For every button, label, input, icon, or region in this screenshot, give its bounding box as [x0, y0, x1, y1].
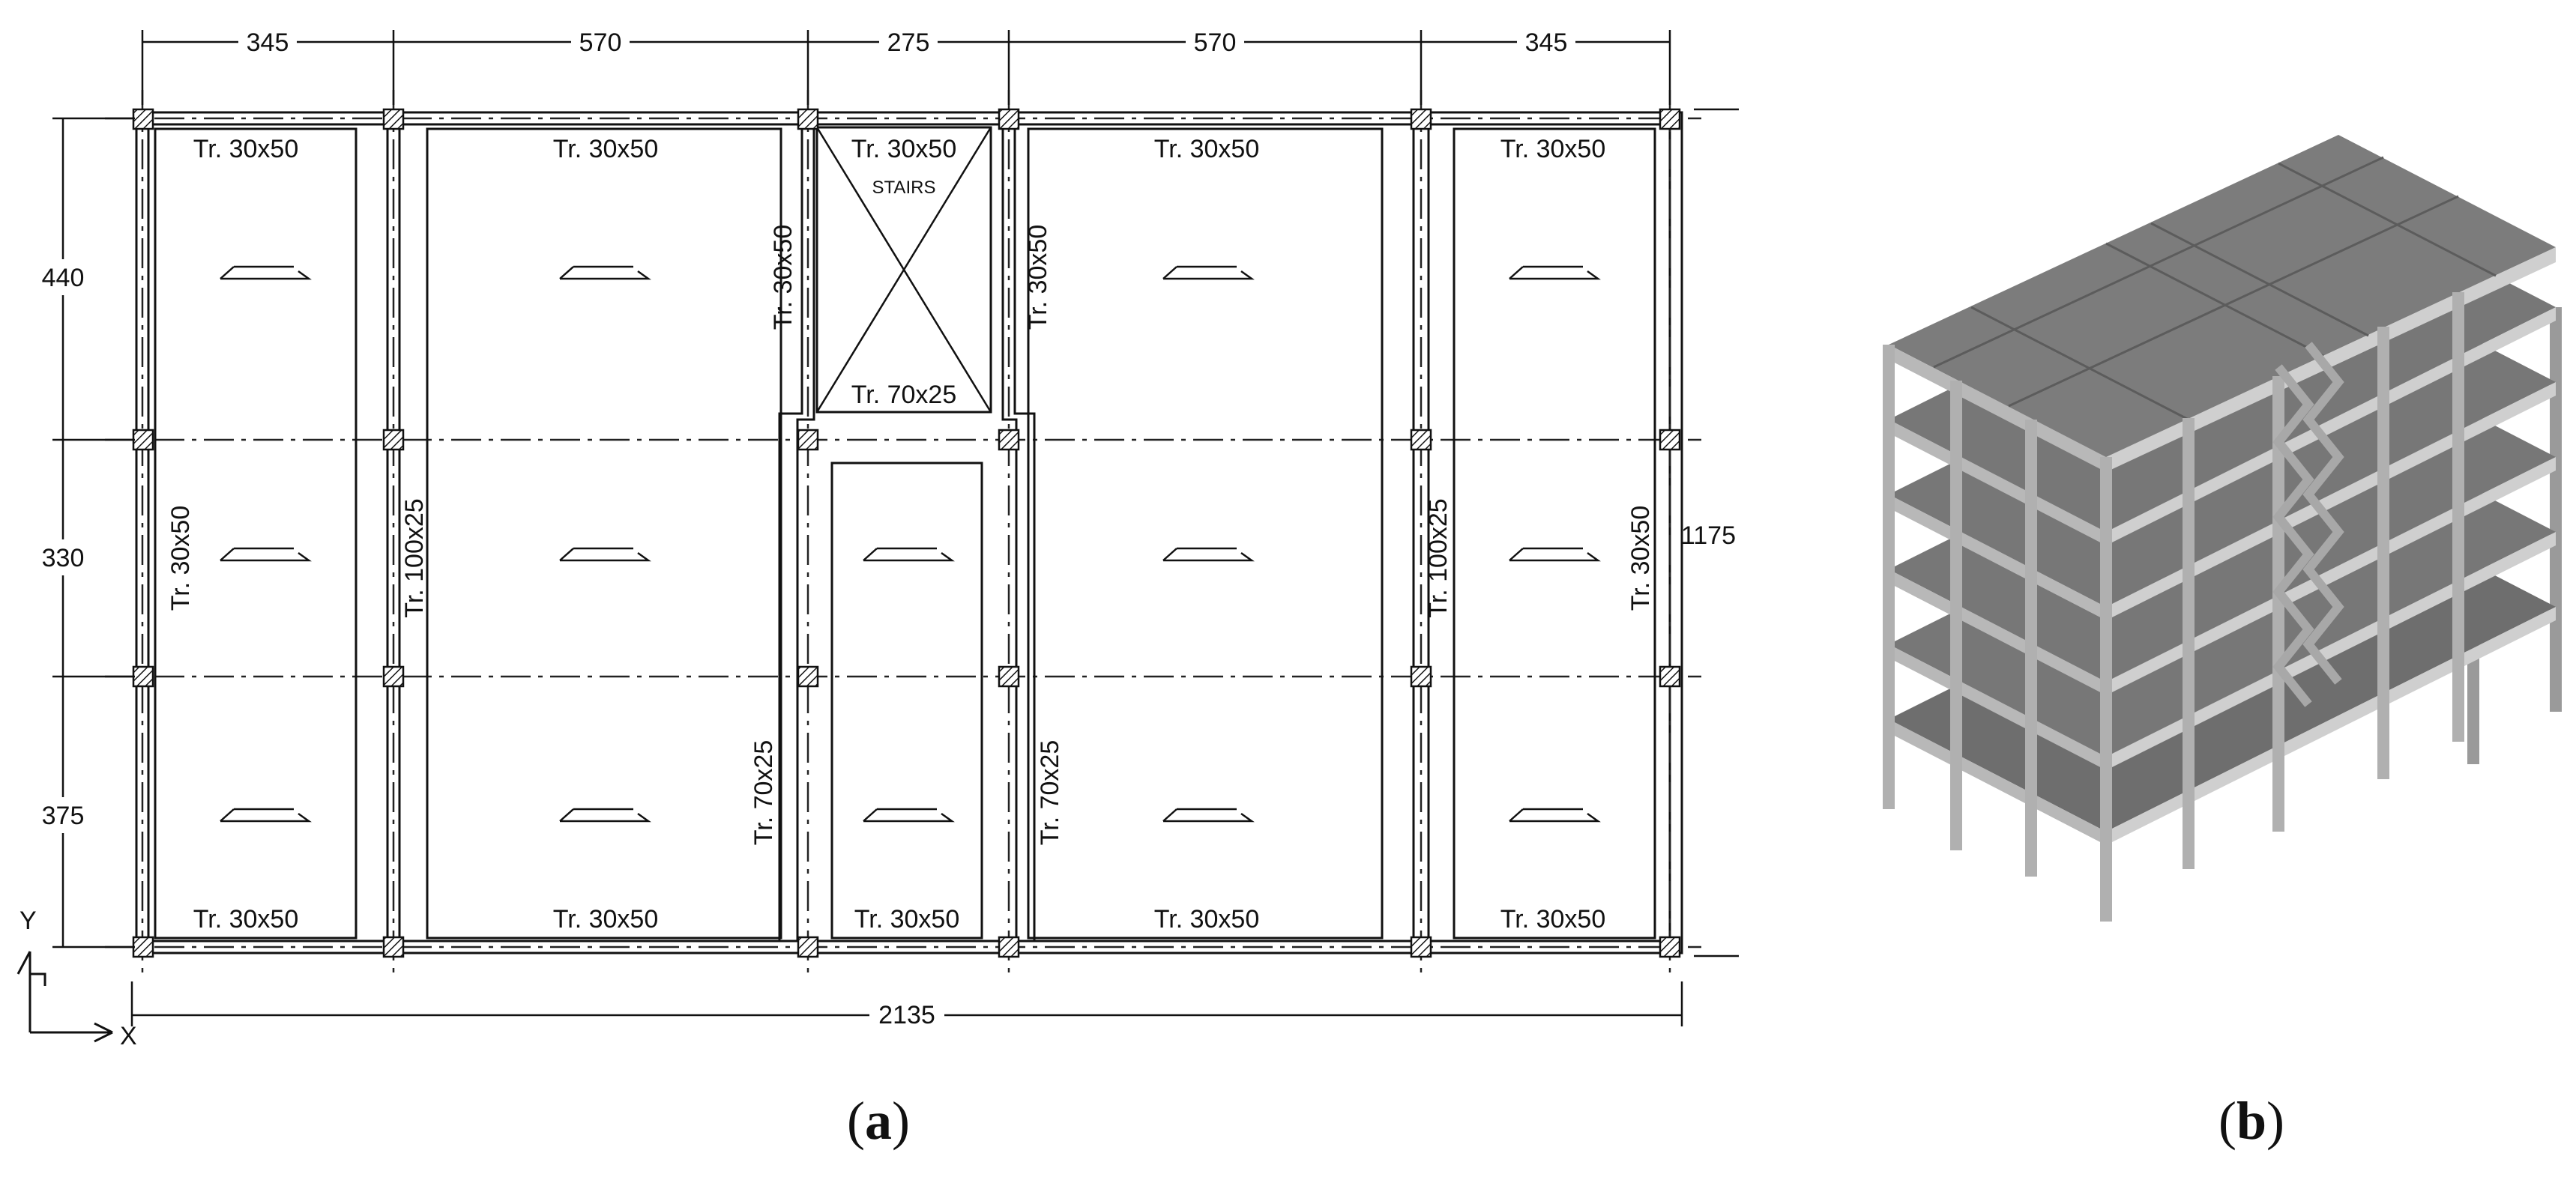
- model-columns-front: [1883, 292, 2464, 922]
- dim-total-width: 2135: [878, 1001, 935, 1029]
- caption-b-letter: b: [2236, 1091, 2267, 1151]
- beam-label-b5-top: Tr. 30x50: [1500, 135, 1605, 163]
- model-roof: [1889, 135, 2556, 472]
- slab-outlines: [154, 126, 1656, 940]
- stairs-label: STAIRS: [872, 178, 936, 198]
- beam-label-b4-bot: Tr. 30x50: [1154, 905, 1259, 934]
- beam-label-b3-bot: Tr. 30x50: [854, 905, 959, 934]
- caption-a: (a): [847, 1091, 910, 1151]
- dim-total-height: 1175: [1681, 521, 1736, 550]
- dim-top-4: 570: [1194, 28, 1237, 57]
- beam-label-b1-bot: Tr. 30x50: [193, 905, 298, 934]
- right-dimension-line: [1694, 108, 1739, 957]
- dim-top-1: 345: [247, 28, 289, 57]
- beam-label-b3-top: Tr. 30x50: [851, 135, 956, 163]
- dim-top-2: 570: [579, 28, 622, 57]
- beam-label-b2-top: Tr. 30x50: [553, 135, 658, 163]
- dim-left-3: 375: [42, 802, 85, 830]
- inner-beams: [386, 124, 1430, 941]
- caption-a-letter: a: [864, 1091, 892, 1151]
- beam-label-b4-top: Tr. 30x50: [1154, 135, 1259, 163]
- grid-axes: [105, 90, 1701, 974]
- axis-x-label: X: [120, 1022, 137, 1050]
- top-dim-label-bg: [238, 27, 1575, 54]
- caption-b: (b): [2218, 1091, 2285, 1151]
- beam-label-left-edge: Tr. 30x50: [166, 506, 195, 611]
- dim-top-5: 345: [1525, 28, 1568, 57]
- 3d-frame-model: [1883, 135, 2562, 922]
- axis-indicator: [16, 951, 113, 1043]
- beam-label-right-edge: Tr. 30x50: [1626, 506, 1655, 611]
- beam-labels: Tr. 30x50 Tr. 30x50 Tr. 30x50 Tr. 30x50 …: [166, 135, 1655, 934]
- dim-top-3: 275: [887, 28, 930, 57]
- model-stair-core: [2272, 342, 2344, 707]
- beam-label-mid-right: Tr. 70x25: [1036, 740, 1064, 845]
- beam-label-stair-left: Tr. 30x50: [769, 225, 797, 330]
- beam-label-b2-bot: Tr. 30x50: [553, 905, 658, 934]
- left-dim-label-bg: [33, 259, 93, 833]
- beam-label-left-inner: Tr. 100x25: [400, 498, 429, 617]
- dim-left-2: 330: [42, 544, 85, 572]
- outer-beam-outline: [135, 111, 1683, 954]
- beam-label-stairs-bottom: Tr. 70x25: [851, 381, 956, 409]
- beam-label-mid-left: Tr. 70x25: [749, 740, 778, 845]
- stairs-cross: [815, 127, 992, 413]
- beam-label-b5-bot: Tr. 30x50: [1500, 905, 1605, 934]
- beam-label-b1-top: Tr. 30x50: [193, 135, 298, 163]
- axis-y-label: Y: [19, 907, 37, 935]
- beam-label-stair-right: Tr. 30x50: [1024, 225, 1052, 330]
- dim-left-1: 440: [42, 264, 85, 292]
- beam-label-right-inner: Tr. 100x25: [1424, 498, 1453, 617]
- floor-plan-drawing: STAIRS 345 570 275 57: [16, 27, 1739, 1050]
